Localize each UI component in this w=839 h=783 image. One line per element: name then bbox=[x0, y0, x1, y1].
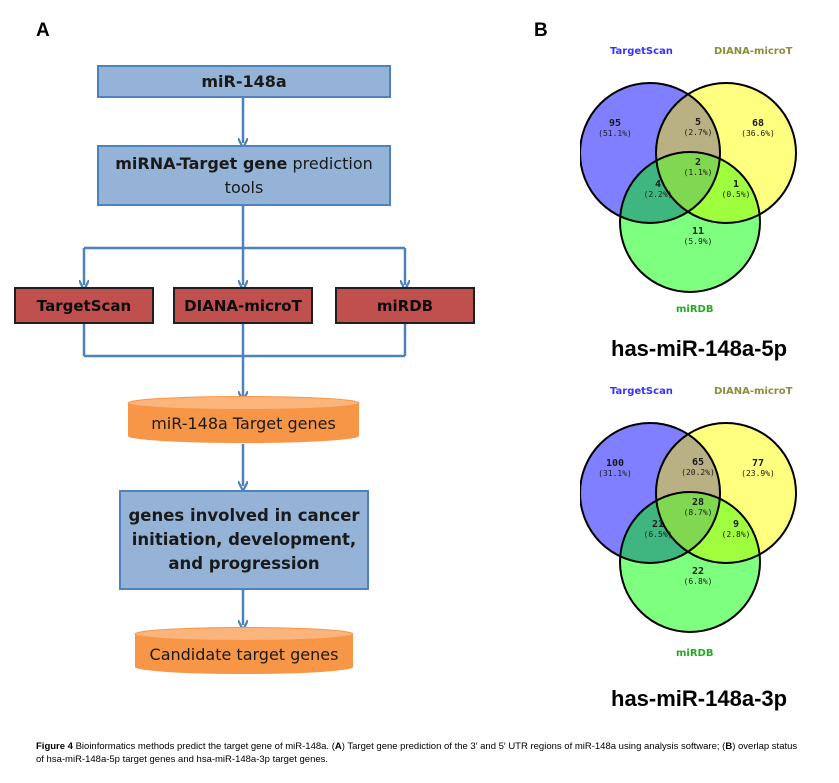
venn-5p-all: 2(1.1%) bbox=[683, 157, 713, 178]
candidate-genes-cylinder: Candidate target genes bbox=[134, 627, 354, 675]
venn-3p-targetscan-label: TargetScan bbox=[610, 386, 673, 397]
prediction-tools-label-bold: miRNA-Target gene bbox=[115, 154, 288, 174]
venn-3p-title: has-miR-148a-3p bbox=[611, 686, 788, 711]
venn-5p-diana-label: DIANA-microT bbox=[714, 46, 793, 57]
targetscan-box: TargetScan bbox=[14, 287, 154, 324]
venn-5p-title: has-miR-148a-5p bbox=[611, 336, 788, 361]
figure-caption: Figure 4 Bioinformatics methods predict … bbox=[36, 741, 798, 765]
diana-microt-box: DIANA-microT bbox=[173, 287, 313, 324]
venn-3p-diana-mirdb: 9(2.8%) bbox=[721, 519, 751, 540]
mir-148a-label: miR-148a bbox=[201, 71, 287, 91]
venn-3p-diana-label: DIANA-microT bbox=[714, 386, 793, 397]
venn-5p-targetscan-label: TargetScan bbox=[610, 46, 673, 57]
panel-b-letter: B bbox=[534, 20, 548, 41]
venn-5p-ts-mirdb: 4(2.2%) bbox=[643, 179, 673, 200]
venn-5p-ts-diana: 5(2.7%) bbox=[683, 117, 713, 138]
venn-5p-diana-mirdb: 1(0.5%) bbox=[721, 179, 751, 200]
prediction-tools-label-line2: tools bbox=[224, 177, 264, 197]
candidate-genes-label: Candidate target genes bbox=[149, 644, 339, 664]
caption-figure-number: Figure 4 bbox=[36, 741, 73, 752]
cancer-genes-box: genes involved in cancer initiation, dev… bbox=[119, 490, 369, 590]
cancer-genes-line1: genes involved in cancer bbox=[128, 506, 360, 526]
venn-5p-mirdb-label: miRDB bbox=[676, 304, 714, 315]
cancer-genes-line3: and progression bbox=[168, 553, 320, 573]
venn-5p-ts-only: 95(51.1%) bbox=[598, 118, 632, 139]
venn-3p-ts-diana: 65(20.2%) bbox=[681, 457, 715, 478]
venn-5p-mirdb-only: 11(5.9%) bbox=[683, 226, 713, 247]
venn-3p-diagram bbox=[580, 422, 797, 633]
mir-148a-box: miR-148a bbox=[97, 65, 391, 98]
target-genes-cylinder: miR-148a Target genes bbox=[127, 396, 360, 444]
prediction-tools-box: miRNA-Target gene prediction tools bbox=[97, 145, 391, 206]
venn-5p-diagram bbox=[580, 82, 797, 293]
targetscan-label: TargetScan bbox=[36, 296, 132, 315]
venn-3p-mirdb-only: 22(6.8%) bbox=[683, 566, 713, 587]
panel-a-letter: A bbox=[36, 20, 50, 41]
venn-3p-diana-only: 77(23.9%) bbox=[741, 458, 775, 479]
venn-3p-mirdb-label: miRDB bbox=[676, 648, 714, 659]
venn-3p-ts-only: 100(31.1%) bbox=[598, 458, 632, 479]
mirdb-label: miRDB bbox=[376, 296, 434, 315]
prediction-tools-label-rest: prediction bbox=[292, 154, 373, 174]
venn-5p-diana-only: 68(36.6%) bbox=[741, 118, 775, 139]
mirdb-box: miRDB bbox=[335, 287, 475, 324]
diana-microt-label: DIANA-microT bbox=[184, 296, 302, 315]
target-genes-label: miR-148a Target genes bbox=[151, 413, 336, 433]
cancer-genes-line2: initiation, development, bbox=[131, 530, 357, 550]
venn-3p-all: 28(8.7%) bbox=[683, 497, 713, 518]
venn-3p-ts-mirdb: 21(6.5%) bbox=[643, 519, 673, 540]
